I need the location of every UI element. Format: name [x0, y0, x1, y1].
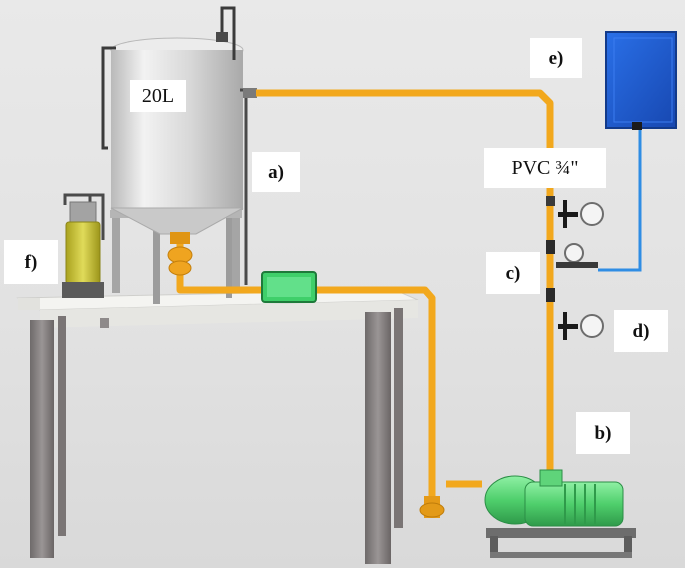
- label-c: c): [486, 252, 540, 294]
- valve-gauge-lower: [558, 312, 604, 340]
- label-f: f): [4, 240, 58, 284]
- table: [16, 289, 419, 564]
- flow-meter: [261, 271, 317, 303]
- pump: [484, 469, 636, 558]
- label-e: e): [530, 38, 582, 78]
- pressure-sensor: [556, 243, 598, 268]
- pipe-fittings: [167, 196, 555, 518]
- label-d: d): [614, 310, 668, 352]
- tank-volume-label: 20L: [130, 80, 186, 112]
- label-a: a): [252, 152, 300, 192]
- tank-20l: [101, 6, 257, 285]
- control-box: [605, 31, 677, 130]
- filter-unit: [62, 193, 105, 298]
- pipe-spec-label: PVC ¾": [484, 148, 606, 188]
- signal-cable: [598, 128, 642, 272]
- label-b: b): [576, 412, 630, 454]
- valve-gauge-upper: [558, 200, 604, 228]
